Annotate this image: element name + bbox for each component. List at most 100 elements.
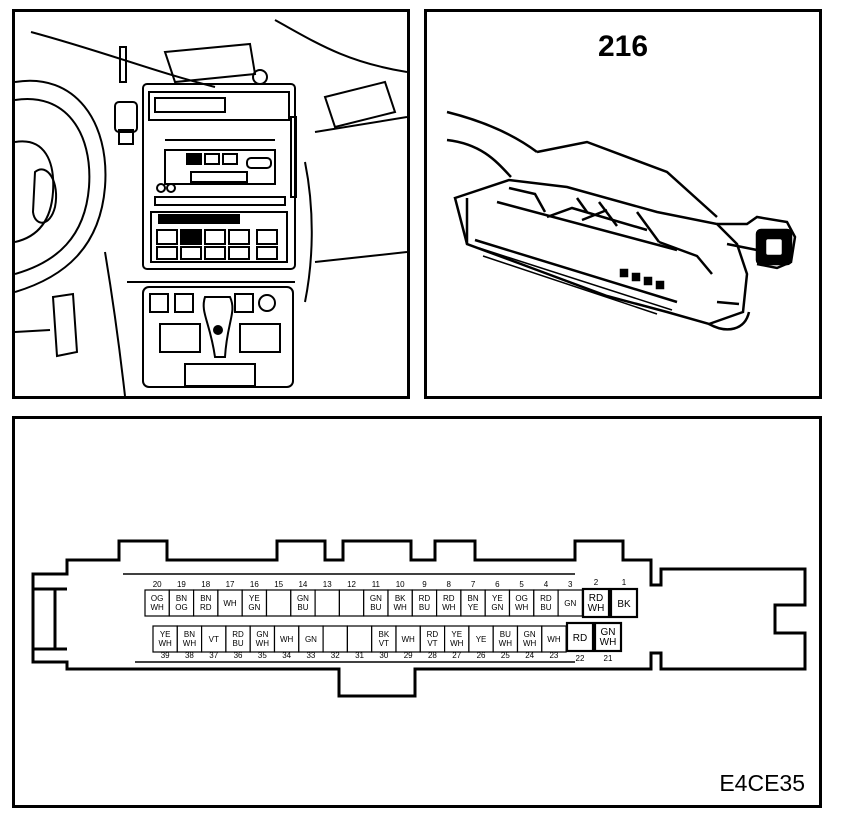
wire-color-label: BK xyxy=(395,594,406,603)
pin-number: 36 xyxy=(234,651,243,660)
pin-cell: 31 xyxy=(346,625,373,660)
wire-color-label: GN xyxy=(256,630,268,639)
wire-color-label: YE xyxy=(476,635,487,644)
pin-number: 31 xyxy=(355,651,364,660)
pin-number: 25 xyxy=(501,651,510,660)
dashboard-illustration xyxy=(15,19,407,396)
pin-number: 39 xyxy=(161,651,170,660)
wire-color-label: OG xyxy=(175,603,187,612)
wire-color-label: BU xyxy=(540,603,551,612)
wire-color-label: BN xyxy=(184,630,195,639)
wire-color-label: WH xyxy=(588,603,605,614)
pin-number: 21 xyxy=(604,654,613,663)
wire-color-label: BN xyxy=(176,594,187,603)
connector-illustration xyxy=(446,110,797,331)
wire-color-label: WH xyxy=(150,603,164,612)
pin-number: 38 xyxy=(185,651,194,660)
pin-cell: 37 VT xyxy=(201,625,227,660)
wire-color-label: BN xyxy=(467,594,478,603)
pin-number: 7 xyxy=(471,580,476,589)
wire-color-label: GN xyxy=(491,603,503,612)
wire-color-label: VT xyxy=(209,635,219,644)
pin-number: 8 xyxy=(447,580,452,589)
wire-color-label: RD xyxy=(443,594,455,603)
pin-cell: 3GN xyxy=(557,580,583,617)
wire-color-label: BU xyxy=(297,603,308,612)
wire-color-label: RD xyxy=(540,594,552,603)
pin-number: 33 xyxy=(306,651,315,660)
wire-color-label: VT xyxy=(379,639,389,648)
pin-number: 2 xyxy=(594,578,599,587)
wire-color-label: BU xyxy=(419,603,430,612)
pin-number: 12 xyxy=(347,580,356,589)
pin-cell-large: 1BK xyxy=(609,578,639,619)
pin-number: 32 xyxy=(331,651,340,660)
pin-number: 26 xyxy=(477,651,486,660)
pin-cell: 12 xyxy=(338,580,365,617)
wire-color-label: BU xyxy=(500,630,511,639)
pin-number: 6 xyxy=(495,580,500,589)
pin-number: 22 xyxy=(576,654,585,663)
pin-number: 34 xyxy=(282,651,291,660)
wire-color-label: BN xyxy=(200,594,211,603)
wire-color-label: WH xyxy=(401,635,415,644)
dashboard-location-panel xyxy=(12,9,410,399)
pin-number: 5 xyxy=(519,580,524,589)
pin-number: 17 xyxy=(226,580,235,589)
wire-color-label: WH xyxy=(515,603,529,612)
pin-number: 1 xyxy=(622,578,627,587)
pin-number: 9 xyxy=(422,580,427,589)
wire-color-label: WH xyxy=(600,637,617,648)
wire-color-label: RD xyxy=(232,630,244,639)
pin-number: 35 xyxy=(258,651,267,660)
wire-color-label: WH xyxy=(183,639,197,648)
pin-number: 20 xyxy=(153,580,162,589)
wire-color-label: GN xyxy=(524,630,536,639)
wire-color-label: YE xyxy=(468,603,479,612)
pin-number: 16 xyxy=(250,580,259,589)
pin-number: 37 xyxy=(209,651,218,660)
pin-cell: 15 xyxy=(265,580,292,617)
wire-color-label: GN xyxy=(564,599,576,608)
wire-color-label: GN xyxy=(297,594,309,603)
pin-number: 24 xyxy=(525,651,534,660)
pin-number: 15 xyxy=(274,580,283,589)
pin-number: 13 xyxy=(323,580,332,589)
wire-color-label: YE xyxy=(160,630,171,639)
wire-color-label: WH xyxy=(499,639,513,648)
wire-color-label: YE xyxy=(249,594,260,603)
connector-number: 216 xyxy=(597,30,649,63)
wire-color-label: RD xyxy=(419,594,431,603)
pin-number: 10 xyxy=(396,580,405,589)
wire-color-label: BU xyxy=(232,639,243,648)
wire-color-label: OG xyxy=(515,594,527,603)
connector-outline xyxy=(31,539,807,698)
